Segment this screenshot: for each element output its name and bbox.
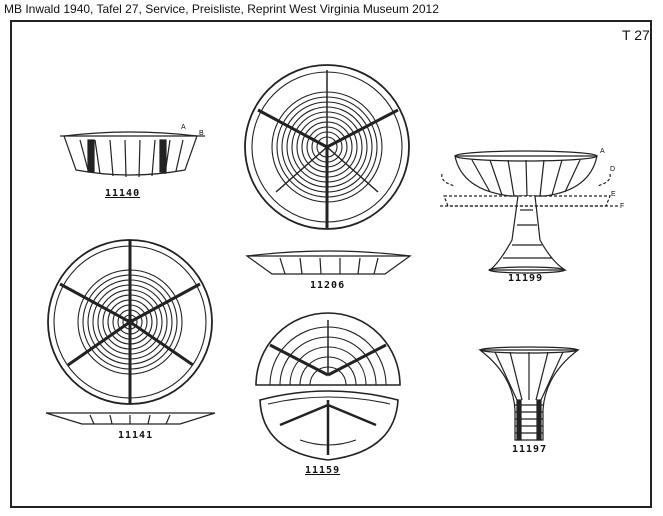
- item-number-11206: 11206: [310, 280, 346, 291]
- plate-11141-side-icon: [45, 412, 216, 425]
- vase-11197-icon: [478, 346, 580, 441]
- marker-a-compote: A: [600, 148, 605, 155]
- marker-e: E: [611, 191, 616, 198]
- marker-b: B: [199, 130, 204, 137]
- bowl-11159-icon: [255, 312, 401, 461]
- compote-11199-icon: [440, 150, 620, 274]
- bowl-11140-icon: [60, 131, 205, 178]
- marker-d: D: [610, 166, 616, 173]
- item-number-11140: 11140: [105, 188, 141, 199]
- item-number-11141: 11141: [118, 430, 154, 441]
- marker-f: F: [620, 203, 625, 210]
- item-number-11159: 11159: [305, 465, 341, 476]
- item-number-11199: 11199: [508, 273, 544, 284]
- plate-number: T 27: [622, 27, 650, 43]
- page-header: MB Inwald 1940, Tafel 27, Service, Preis…: [4, 2, 439, 16]
- plate-11141-icon: [47, 239, 213, 405]
- item-number-11197: 11197: [512, 444, 548, 455]
- marker-a: A: [181, 124, 186, 131]
- plate-11206-icon: [244, 64, 410, 230]
- plate-11206-side-icon: [245, 250, 412, 275]
